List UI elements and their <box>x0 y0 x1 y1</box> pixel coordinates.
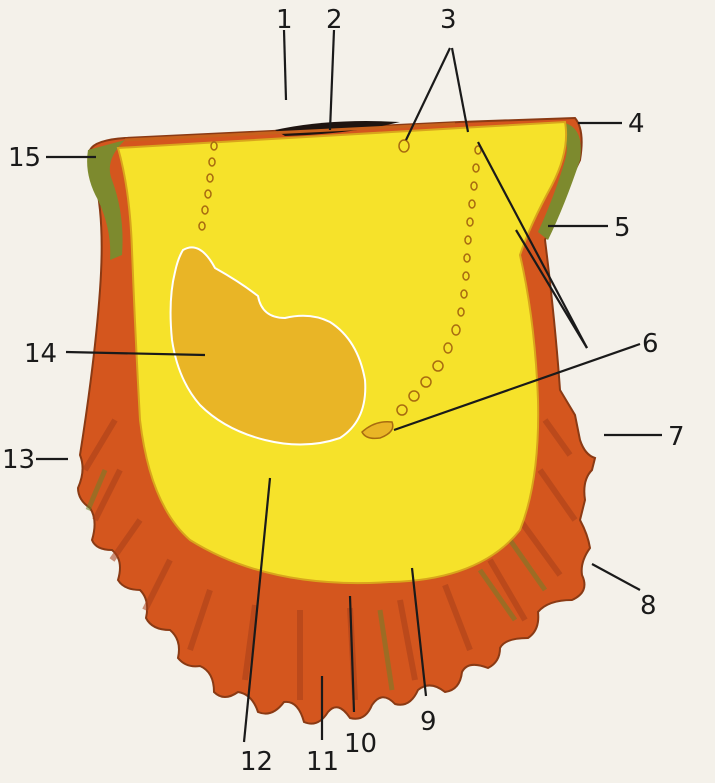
label-3: 3 <box>440 5 457 35</box>
label-8: 8 <box>640 591 657 621</box>
label-2: 2 <box>326 5 343 35</box>
label-7: 7 <box>668 422 685 452</box>
label-13: 13 <box>2 445 35 475</box>
label-5: 5 <box>614 213 631 243</box>
label-9: 9 <box>420 707 437 737</box>
label-14: 14 <box>24 339 57 369</box>
label-1: 1 <box>276 5 293 35</box>
label-11: 11 <box>306 747 339 777</box>
label-6: 6 <box>642 329 659 359</box>
label-12: 12 <box>240 747 273 777</box>
label-15: 15 <box>8 143 41 173</box>
label-10: 10 <box>344 729 377 759</box>
label-4: 4 <box>628 109 645 139</box>
